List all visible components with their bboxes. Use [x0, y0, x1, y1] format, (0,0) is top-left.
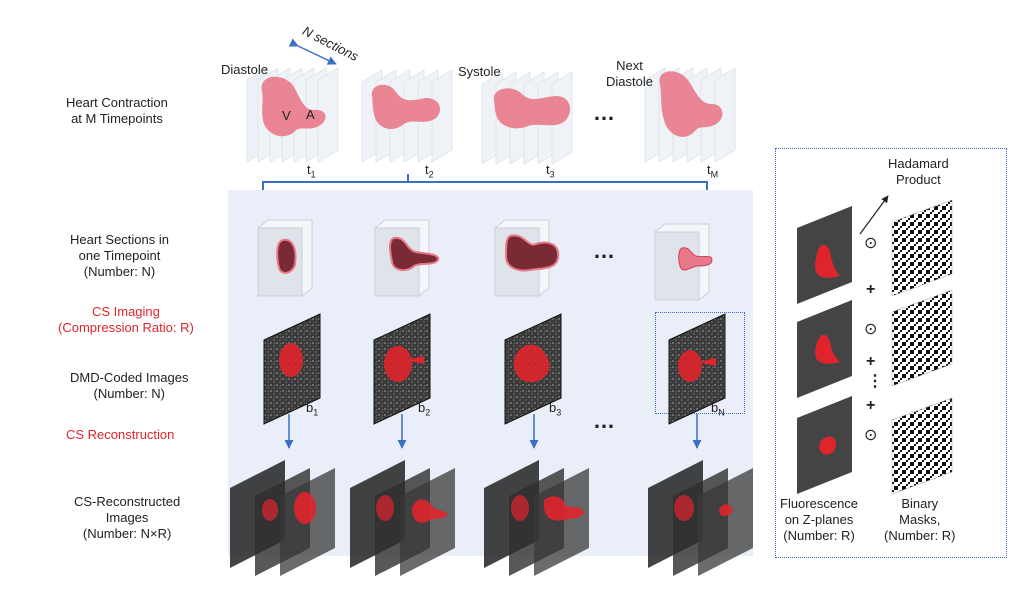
- timepoint-label-1: t1: [307, 162, 316, 183]
- label-line: Fluorescence: [780, 496, 859, 511]
- label-subscript: 2: [425, 407, 431, 418]
- recon-stack-1: [230, 460, 335, 576]
- coded-label-n: bN: [711, 400, 725, 421]
- dmd-image-3: [504, 313, 562, 425]
- label-subscript: 2: [428, 169, 434, 180]
- label-ventricle: V: [282, 108, 291, 123]
- label-base: b: [418, 400, 426, 415]
- label-line: (Number: N×R): [82, 526, 172, 541]
- timepoint-label-2: t2: [425, 162, 434, 183]
- heart-cube-tm: [644, 67, 736, 163]
- zoom-detail-box: [775, 148, 1007, 558]
- label-subscript: N: [718, 407, 725, 418]
- recon-stack-3: [484, 460, 589, 576]
- label-line: at M Timepoints: [71, 111, 163, 126]
- fluor-plane-3: [797, 396, 852, 494]
- label-line: Heart Contraction: [66, 95, 168, 110]
- label-subscript: M: [710, 169, 719, 180]
- fluor-plane-2: [797, 300, 852, 398]
- dmd-image-2: [373, 313, 431, 425]
- label-line: Heart Sections in: [70, 232, 169, 247]
- odot-operator-3: ⊙: [864, 427, 878, 444]
- label-line: (Number: N): [93, 386, 165, 401]
- label-line: on Z-planes: [784, 512, 854, 527]
- section-slab-n: [654, 223, 713, 301]
- timepoint-bracket: [262, 174, 708, 190]
- label-subscript: 3: [549, 169, 555, 180]
- timepoint-label-3: t3: [546, 162, 555, 183]
- label-cs-reconstruction: CS Reconstruction: [66, 427, 175, 442]
- label-base: t: [707, 162, 711, 177]
- label-dmd-coded: DMD-Coded Images (Number: N): [70, 370, 189, 402]
- label-line: Product: [895, 172, 941, 187]
- label-line: (Number: N): [83, 264, 156, 279]
- label-cs-imaging: CS Imaging (Compression Ratio: R): [58, 304, 194, 336]
- label-subscript: 3: [556, 407, 562, 418]
- label-base: t: [425, 162, 429, 177]
- recon-stack-2: [350, 460, 455, 576]
- label-fluorescence: Fluorescence on Z-planes (Number: R): [780, 496, 858, 544]
- n-sections-arrow: [288, 38, 337, 65]
- section-slab-2: [374, 219, 440, 297]
- coded-label-1: b1: [306, 400, 318, 421]
- coded-label-3: b3: [549, 400, 561, 421]
- section-slab-1: [257, 219, 313, 297]
- ellipsis-coded: …: [593, 408, 617, 433]
- label-line: (Number: R): [884, 528, 956, 543]
- plus-operator-2: +: [866, 353, 876, 370]
- label-line: Hadamard: [888, 156, 949, 171]
- label-systole: Systole: [458, 64, 501, 79]
- label-cs-reconstructed: CS-Reconstructed Images (Number: N×R): [74, 494, 180, 542]
- vertical-ellipsis: ⋮: [867, 373, 883, 390]
- label-line: one Timepoint: [78, 248, 161, 263]
- selected-coded-image-box: [655, 312, 745, 414]
- binary-mask-2: [891, 289, 953, 387]
- label-subscript: 1: [310, 169, 316, 180]
- plus-operator-3: +: [866, 397, 876, 414]
- label-subscript: 1: [313, 407, 319, 418]
- label-binary-masks: Binary Masks, (Number: R): [884, 496, 956, 544]
- label-line: (Compression Ratio: R): [58, 320, 194, 335]
- label-line: Masks,: [899, 512, 941, 527]
- ellipsis-timepoints: …: [593, 100, 617, 125]
- hadamard-arrow: [859, 195, 889, 235]
- label-heart-sections: Heart Sections in one Timepoint (Number:…: [70, 232, 169, 280]
- dmd-image-1: [263, 313, 321, 425]
- label-base: b: [711, 400, 719, 415]
- ellipsis-sections: …: [593, 238, 617, 263]
- label-line: Next: [616, 58, 643, 73]
- binary-mask-3: [891, 397, 953, 495]
- label-heart-contraction: Heart Contraction at M Timepoints: [66, 95, 168, 127]
- label-base: t: [307, 162, 311, 177]
- heart-cube-t2: [361, 69, 453, 163]
- fluor-plane-1: [797, 206, 852, 304]
- label-line: (Number: R): [783, 528, 855, 543]
- odot-operator-1: ⊙: [864, 235, 878, 252]
- label-diastole: Diastole: [221, 62, 268, 77]
- section-slab-3: [494, 219, 560, 297]
- label-base: t: [546, 162, 550, 177]
- coded-label-2: b2: [418, 400, 430, 421]
- label-line: DMD-Coded Images: [70, 370, 189, 385]
- label-base: b: [306, 400, 314, 415]
- label-next-diastole: Next Diastole: [606, 58, 653, 90]
- heart-cube-t1: [246, 67, 339, 163]
- binary-mask-1: [891, 199, 953, 297]
- label-hadamard-product: Hadamard Product: [888, 156, 949, 188]
- plus-operator-1: +: [866, 281, 876, 298]
- dmd-image-n: [668, 313, 726, 425]
- label-atrium: A: [306, 107, 315, 122]
- label-line: CS Imaging: [91, 304, 160, 319]
- label-line: Images: [105, 510, 149, 525]
- timepoint-label-m: tM: [707, 162, 718, 183]
- label-base: b: [549, 400, 557, 415]
- label-line: Diastole: [606, 74, 653, 89]
- heart-cube-t3: [481, 71, 573, 165]
- label-line: Binary: [901, 496, 939, 511]
- recon-stack-n: [648, 460, 753, 576]
- odot-operator-2: ⊙: [864, 321, 878, 338]
- label-line: CS-Reconstructed: [74, 494, 181, 509]
